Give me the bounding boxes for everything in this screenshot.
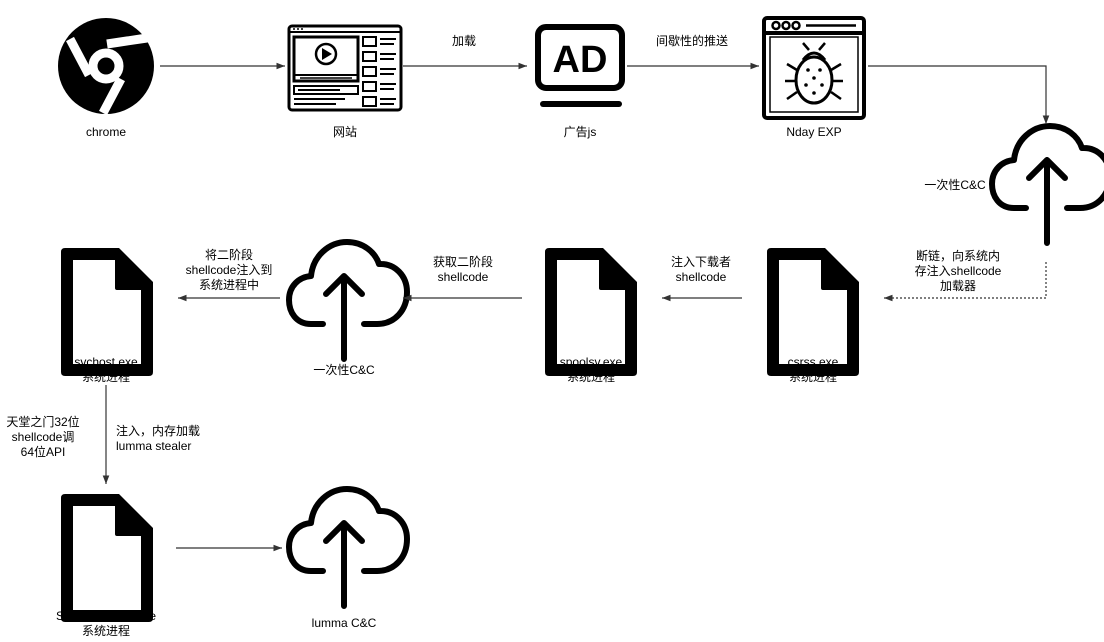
node-label-nday: Nday EXP: [786, 125, 842, 139]
edge-cloud-to-csrss: [884, 262, 1047, 302]
edge-label-inject-lumma: 注入，内存加载 lumma stealer: [116, 424, 201, 453]
website-icon: [287, 24, 403, 112]
node-label-cloud2: 一次性C&C: [313, 363, 375, 377]
edge-label-inject-stage2: 将二阶段 shellcode注入到 系统进程中: [185, 248, 273, 292]
node-label-lumma: lumma C&C: [311, 616, 377, 630]
file-icon: [61, 494, 153, 622]
edge-label-inject-downloader: 注入下载者 shellcode: [670, 255, 731, 284]
cloud-upload-icon: [289, 489, 407, 606]
ad-icon: AD: [535, 24, 625, 107]
cloud-upload-icon: [992, 126, 1104, 243]
node-label-csrss: csrss.exe 系统进程: [787, 355, 839, 384]
chrome-icon: [58, 18, 154, 116]
node-label-ad: 广告js: [563, 125, 597, 139]
edge-label-heavens-gate: 天堂之门32位 shellcode调 64位API: [6, 415, 80, 459]
node-label-searchindexer: SearchIndexer.exe 系统进程: [55, 609, 157, 638]
node-label-cloud1: 一次性C&C: [924, 178, 986, 192]
node-label-website: 网站: [332, 125, 357, 139]
bug-window-icon: [762, 16, 866, 120]
node-label-spoolsv: spoolsv.exe 系统进程: [559, 355, 623, 384]
edge-label-load: 加载: [451, 34, 476, 48]
node-label-svchost: svchost.exe 系统进程: [74, 355, 138, 384]
edge-nday-to-cloud: [868, 65, 1050, 124]
edge-label-push: 间歇性的推送: [655, 34, 728, 48]
edge-label-fetch-stage2: 获取二阶段 shellcode: [432, 255, 493, 284]
node-label-chrome: chrome: [85, 125, 126, 139]
edge-label-break-chain: 断链，向系统内 存注入shellcode 加载器: [914, 249, 1002, 293]
cloud-upload-icon: [289, 242, 407, 359]
svg-text:AD: AD: [553, 39, 608, 81]
